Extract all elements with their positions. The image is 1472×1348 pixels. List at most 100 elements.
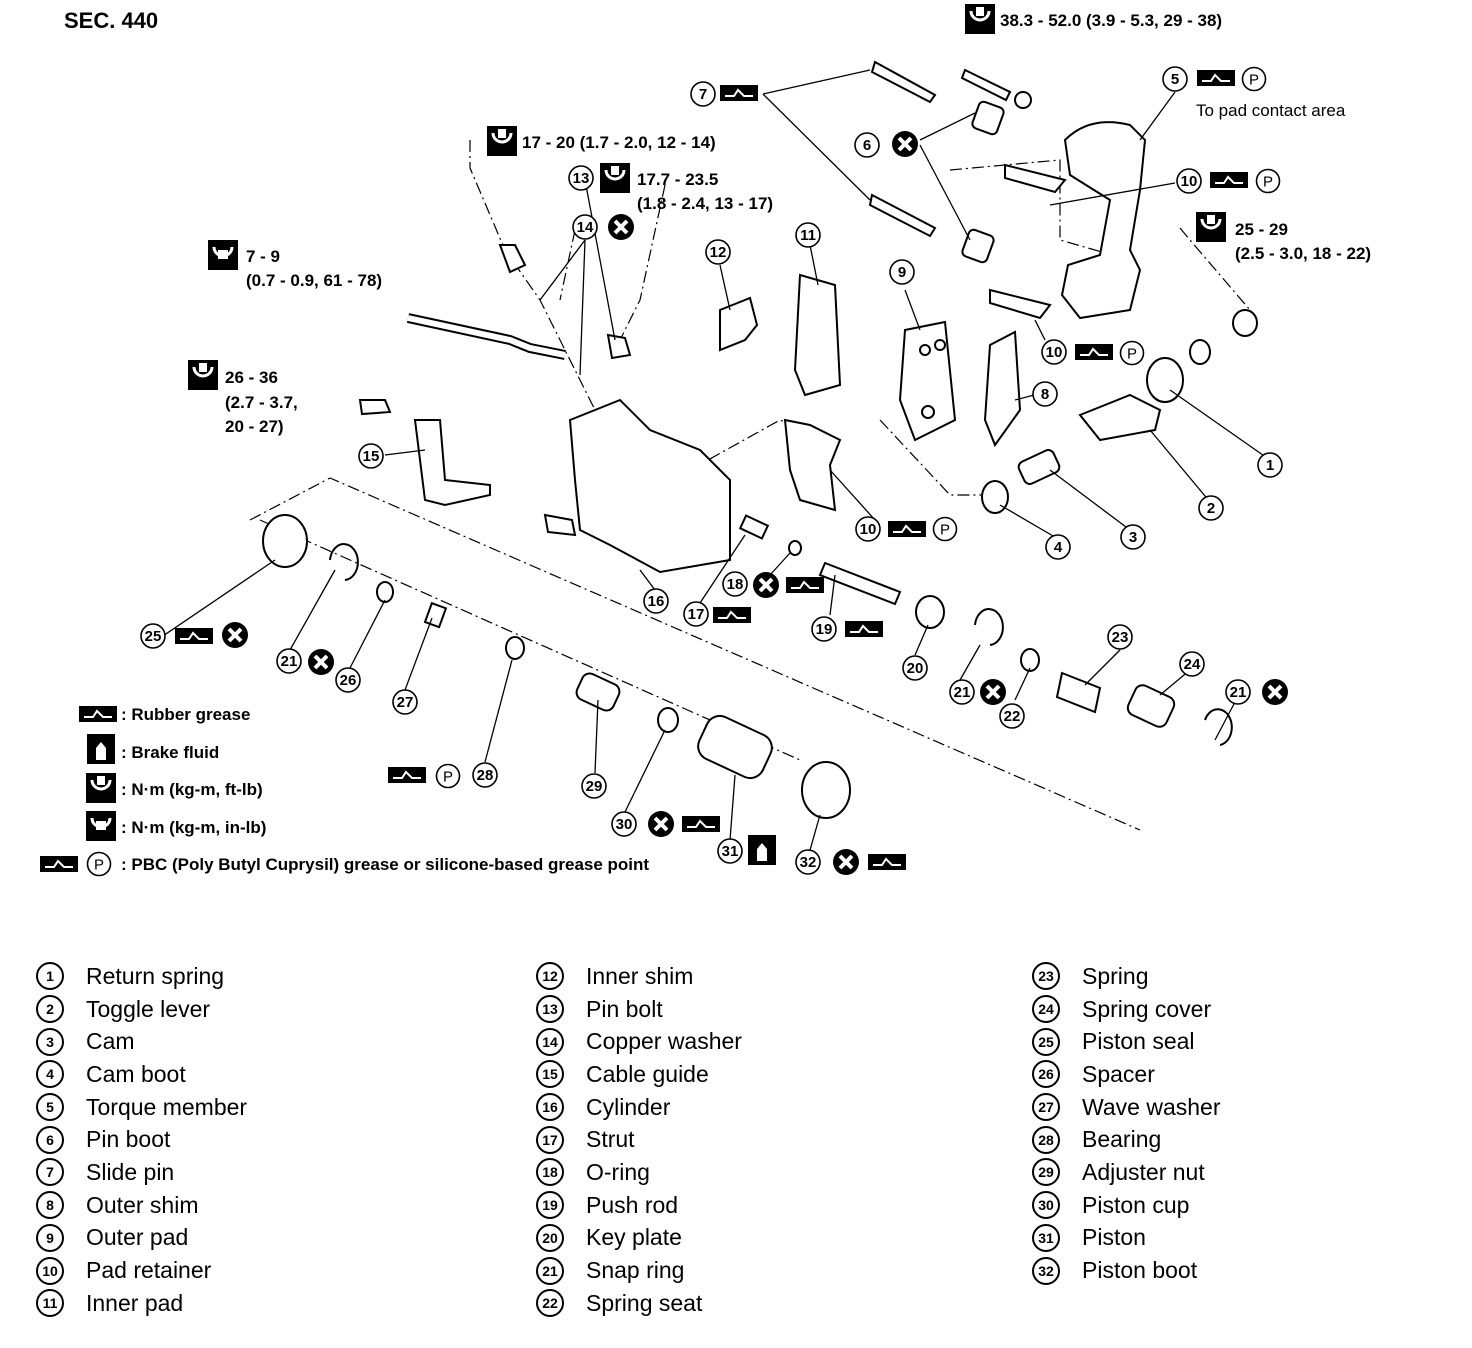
part-number: 27 — [1032, 1093, 1060, 1122]
callout-circle — [795, 222, 821, 248]
legend-brake-fluid: : Brake fluid — [121, 743, 219, 762]
callout-9: 9 — [889, 259, 915, 285]
part-name: Bearing — [1082, 1126, 1162, 1153]
callout-number: 11 — [800, 227, 816, 244]
callout-circle — [1225, 679, 1251, 705]
callout-13: 13 — [568, 165, 594, 191]
part-number: 21 — [536, 1256, 564, 1285]
callout-4: 4 — [1045, 534, 1071, 560]
callout-circle — [1107, 624, 1133, 650]
callout-circle — [999, 703, 1025, 729]
spec-cable-guide: 26 - 36 (2.7 - 3.7, 20 - 27) — [186, 358, 298, 436]
callout-3: 3 — [1120, 524, 1146, 550]
part-number: 25 — [1032, 1027, 1060, 1056]
callout-21: 21 — [276, 648, 302, 674]
part-name: O-ring — [586, 1158, 650, 1185]
spec-pin-bolt: 17.7 - 23.5 (1.8 - 2.4, 13 - 17) — [598, 161, 773, 213]
callout-number: 16 — [648, 593, 665, 610]
part-name: Piston boot — [1082, 1257, 1198, 1284]
part-number: 29 — [1032, 1158, 1060, 1187]
callout-number: 7 — [699, 86, 707, 103]
part-name: Snap ring — [586, 1257, 685, 1284]
callout-circle — [335, 667, 361, 693]
callout-number: 31 — [722, 843, 739, 860]
callout-10: 10 — [855, 516, 881, 542]
callout-circle — [140, 623, 166, 649]
callout-32: 32 — [795, 849, 821, 875]
callout-circle — [683, 601, 709, 627]
piston-shape — [697, 714, 773, 780]
callout-number: 18 — [727, 576, 744, 593]
callout-6: 6 — [854, 132, 880, 158]
part-number: 32 — [1032, 1256, 1060, 1285]
part-number: 15 — [536, 1060, 564, 1089]
callout-23: 23 — [1107, 624, 1133, 650]
part-number: 10 — [36, 1256, 64, 1285]
callout-22: 22 — [999, 703, 1025, 729]
section-label: SEC. 440 — [64, 8, 158, 33]
part-number: 9 — [36, 1223, 64, 1252]
leader-lines — [159, 69, 1271, 851]
assembly-lines — [249, 140, 1251, 831]
callout-15: 15 — [358, 443, 384, 469]
spec-slide-pin-bolt: 38.3 - 52.0 (3.9 - 5.3, 29 - 38) — [963, 2, 1222, 36]
callout-number: 21 — [281, 653, 298, 670]
callout-27: 27 — [392, 689, 418, 715]
callout-number: 19 — [816, 621, 833, 638]
callout-number: 26 — [340, 672, 357, 689]
slide-pin-lower — [868, 193, 937, 238]
spec-cable-guide-text-1: 26 - 36 — [225, 368, 278, 387]
callout-circle — [1198, 495, 1224, 521]
callout-circle — [722, 571, 748, 597]
part-number: 28 — [1032, 1125, 1060, 1154]
callout-number: 25 — [145, 628, 162, 645]
callout-circle — [717, 838, 743, 864]
exploded-caliper-diagram: P SEC. 440 — [39, 2, 1371, 877]
callout-number: 29 — [586, 778, 603, 795]
part-number: 5 — [36, 1093, 64, 1122]
callout-circle — [1120, 524, 1146, 550]
callout-number: 13 — [573, 170, 590, 187]
callout-number: 20 — [907, 660, 924, 677]
callout-number: 6 — [863, 137, 871, 154]
part-number: 12 — [536, 962, 564, 991]
part-number: 4 — [36, 1060, 64, 1089]
spec-cable-guide-text-2: (2.7 - 3.7, — [225, 393, 298, 412]
part-number: 17 — [536, 1125, 564, 1154]
callout-circle — [855, 516, 881, 542]
callout-circle — [392, 689, 418, 715]
part-name: Outer shim — [86, 1191, 199, 1218]
caliper-parts — [262, 60, 1258, 819]
callout-12: 12 — [705, 239, 731, 265]
callout-circle — [358, 443, 384, 469]
callout-10: 10 — [1041, 339, 1067, 365]
part-name: Cam — [86, 1028, 135, 1055]
part-number: 31 — [1032, 1223, 1060, 1252]
callout-number: 24 — [1184, 656, 1201, 673]
spec-bleeder: 7 - 9 (0.7 - 0.9, 61 - 78) — [206, 238, 382, 290]
part-number: 24 — [1032, 995, 1060, 1024]
callout-11: 11 — [795, 222, 821, 248]
spec-hose-bolt-text: 17 - 20 (1.7 - 2.0, 12 - 14) — [522, 133, 716, 152]
callout-circle — [276, 648, 302, 674]
legend-rubber-grease: : Rubber grease — [121, 705, 250, 724]
callout-30: 30 — [611, 811, 637, 837]
part-name: Pin boot — [86, 1126, 171, 1153]
callout-circle — [889, 259, 915, 285]
spec-pin-bolt-text-1: 17.7 - 23.5 — [637, 170, 718, 189]
